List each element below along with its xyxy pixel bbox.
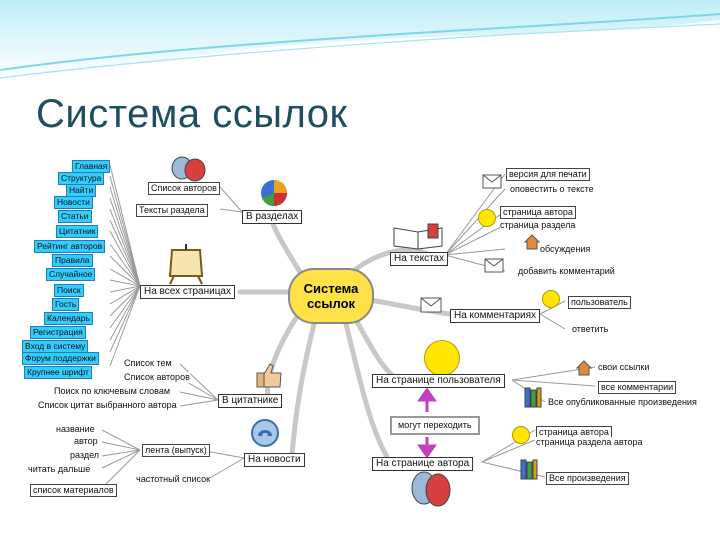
sections-item-texts: Тексты раздела [136,204,208,217]
easel-icon [168,244,204,285]
branch-comments: На комментариях [450,309,541,323]
move-between-label: могут переходить [390,416,480,435]
menu-item-search: Поиск [54,284,84,297]
smiley-texts-icon [478,209,496,227]
user-item-own-links: свои ссылки [598,362,650,373]
branch-news: На новости [244,453,305,467]
thumbs-up-icon [256,363,282,388]
author-item-section-page: страница раздела автора [536,437,643,448]
texts-item-discussions: обсуждения [540,244,591,255]
texts-item-notify: оповестить о тексте [510,184,594,195]
menu-item-support-forum: Форум поддержки [22,352,99,365]
books-icon [520,459,538,480]
house-icon [524,234,540,250]
branch-quotes: В цитатнике [218,394,283,408]
mind-map-canvas [16,156,706,518]
theatre-masks-icon [171,156,206,182]
branch-all-pages: На всех страницах [140,285,235,299]
quotes-item-author-quotes: Список цитат выбранного автора [38,400,177,411]
texts-item-print: версия для печати [506,168,590,181]
menu-item-quotes: Цитатник [56,225,99,238]
theatre-masks-author-icon [411,471,451,507]
menu-item-articles: Статьи [58,210,92,223]
envelope-icon [482,174,502,189]
author-item-all-works: Все произведения [546,472,629,485]
sections-item-authors: Список авторов [148,182,220,195]
menu-item-guest: Гость [52,298,80,311]
menu-item-calendar: Календарь [44,312,93,325]
central-topic-line2: ссылок [306,296,356,311]
envelope-comment-icon [484,258,504,273]
header-wave-decoration [0,0,720,80]
branch-sections: В разделах [242,210,303,224]
central-topic-node: Система ссылок [288,268,374,324]
comments-item-reply: ответить [572,324,609,335]
news-item-read-more: читать дальше [28,464,91,475]
news-mid-feed: лента (выпуск) [142,444,210,457]
quotes-item-authors: Список авторов [124,372,190,383]
books-user-icon [524,387,542,408]
news-mid-frequency: частотный список [136,474,211,485]
menu-item-rules: Правила [52,254,93,267]
menu-item-larger-font: Крупнее шрифт [24,366,92,379]
branch-user-page: На странице пользователя [372,374,505,388]
smiley-author-page-icon [512,426,530,444]
telephone-icon [251,419,279,447]
texts-item-section-page: страница раздела [500,220,576,231]
menu-item-random: Случайное [46,268,96,281]
open-book-icon [393,223,443,250]
quotes-item-keyword-search: Поиск по ключевым словам [54,386,171,397]
branch-texts: На текстах [390,252,449,266]
quotes-item-topics: Список тем [124,358,172,369]
news-item-materials-list: список материалов [30,484,117,497]
slide-title: Система ссылок [36,92,348,136]
pie-chart-icon [261,180,287,206]
user-item-all-published: Все опубликованные произведения [548,397,697,408]
texts-item-author-page: страница автора [500,206,576,219]
menu-item-author-rating: Рейтинг авторов [34,240,106,253]
comments-item-user: пользователь [568,296,631,309]
texts-item-add-comment: добавить комментарий [518,266,615,277]
branch-author-page: На странице автора [372,457,474,471]
central-topic-line1: Система [303,281,359,296]
news-item-author: автор [74,436,98,447]
envelope-comments-icon [420,297,442,313]
news-item-title: название [56,424,95,435]
menu-item-registration: Регистрация [30,326,86,339]
house-user-icon [576,360,592,376]
news-item-section: раздел [70,450,100,461]
smiley-comments-icon [542,290,560,308]
user-item-all-comments: все комментарии [598,381,677,394]
menu-item-news: Новости [54,196,93,209]
smiley-user-page-icon [424,340,460,376]
